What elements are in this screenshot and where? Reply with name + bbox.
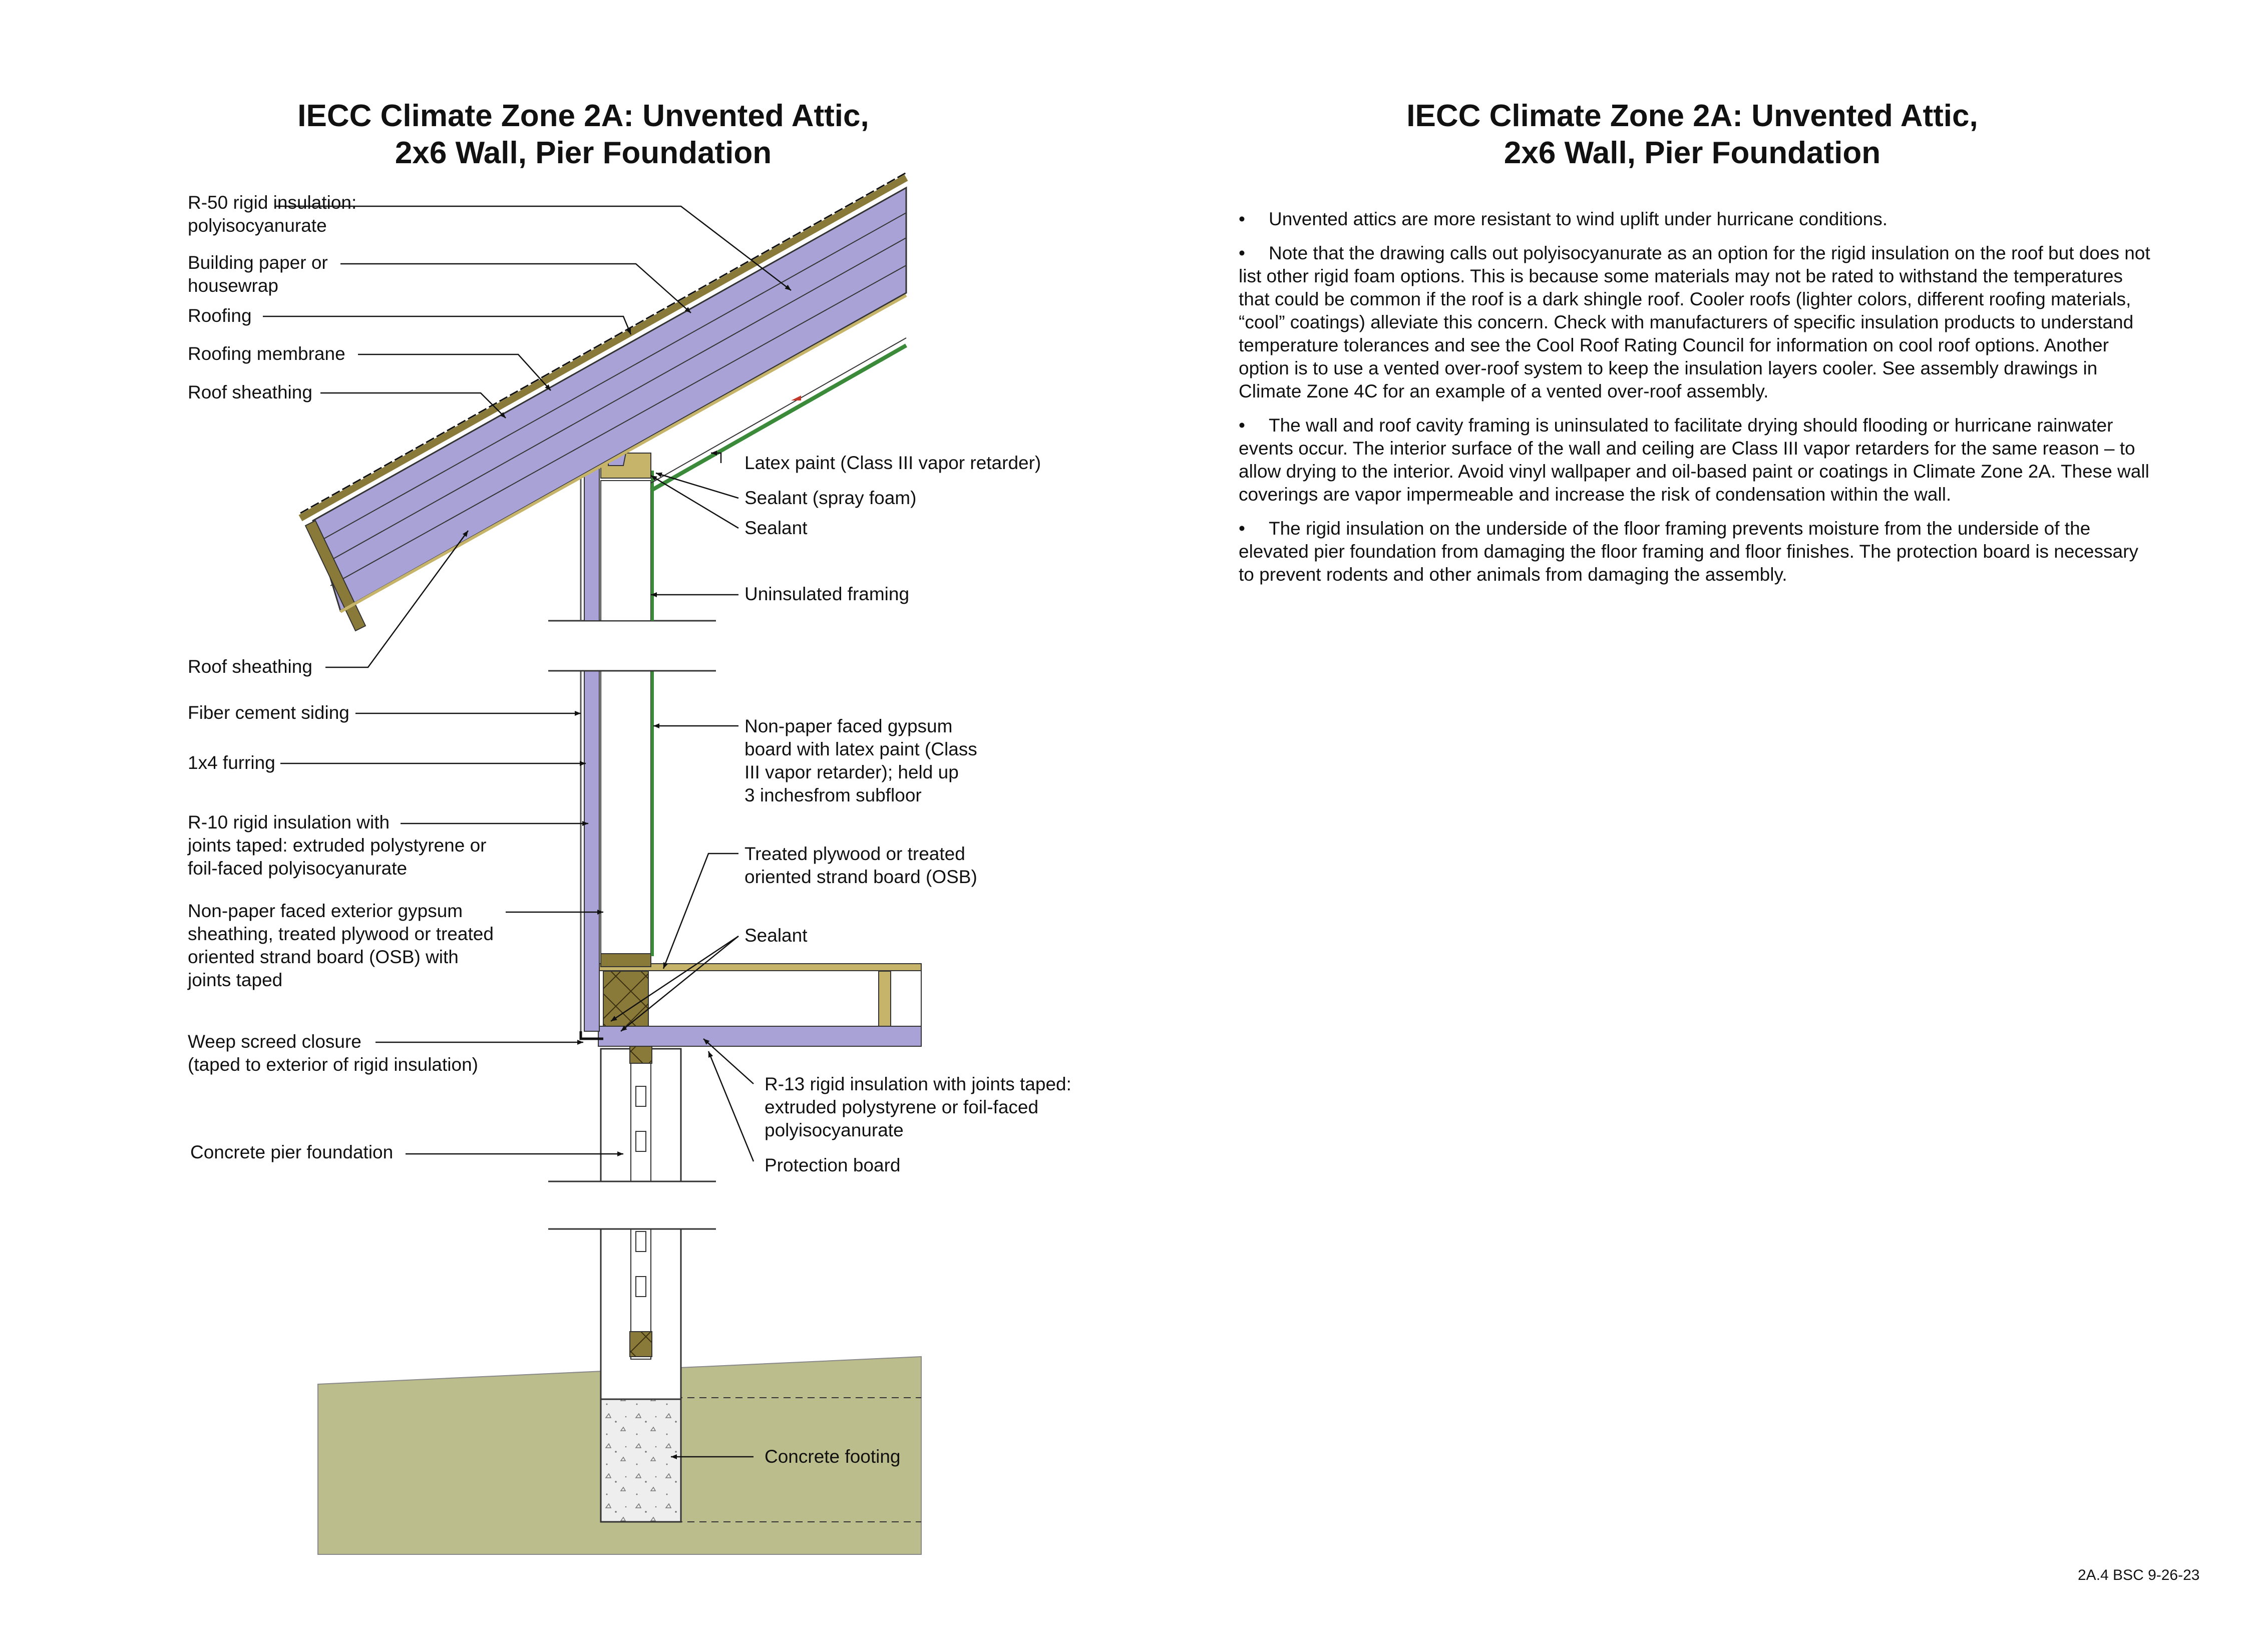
note-item: • Unvented attics are more resistant to w… xyxy=(1239,208,2155,231)
label-roof-sheathing-top: Roof sheathing xyxy=(188,382,312,402)
note-item: •Note that the drawing calls out polyiso… xyxy=(1239,242,2155,403)
label-roofing-membrane: Roofing membrane xyxy=(188,343,345,364)
floor-joist xyxy=(598,968,922,1027)
wall-framing xyxy=(600,670,651,954)
note-text: Note that the drawing calls out polyisoc… xyxy=(1239,243,2150,401)
note-item: •The wall and roof cavity framing is uni… xyxy=(1239,414,2155,506)
rim-board xyxy=(603,971,649,1027)
note-item: •The rigid insulation on the underside o… xyxy=(1239,517,2155,586)
label-building-paper: Building paper or housewrap xyxy=(188,252,328,296)
label-sealant-floor: Sealant xyxy=(744,925,808,946)
document-footer: 2A.4 BSC 9-26-23 xyxy=(2078,1567,2200,1583)
notes-title: IECC Climate Zone 2A: Unvented Attic, 2x… xyxy=(1362,98,2023,172)
label-concrete-pier: Concrete pier foundation xyxy=(190,1142,394,1162)
label-sealant-spray: Sealant (spray foam) xyxy=(744,488,917,508)
label-gypsum-board: Non-paper faced gypsum board with latex … xyxy=(744,716,977,805)
diagram-title: IECC Climate Zone 2A: Unvented Attic, 2x… xyxy=(265,98,901,172)
label-fiber-cement: Fiber cement siding xyxy=(188,702,349,723)
label-r13: R-13 rigid insulation with joints taped:… xyxy=(765,1074,1071,1140)
fascia xyxy=(304,520,366,632)
floor-insulation xyxy=(598,1026,922,1047)
bullet: • xyxy=(1239,518,1245,539)
bullet: • xyxy=(1239,415,1245,436)
wall-rigid-insulation xyxy=(584,670,600,1032)
label-roof-sheathing-bottom: Roof sheathing xyxy=(188,656,312,677)
note-text: Unvented attics are more resistant to wi… xyxy=(1269,209,1888,229)
label-sealant-top: Sealant xyxy=(744,518,808,538)
notes-list: • Unvented attics are more resistant to w… xyxy=(1239,208,2155,597)
label-ext-sheathing: Non-paper faced exterior gypsum sheathin… xyxy=(188,901,494,990)
label-weep-screed: Weep screed closure (taped to exterior o… xyxy=(188,1031,478,1075)
label-uninsulated: Uninsulated framing xyxy=(744,584,910,604)
label-protection-board: Protection board xyxy=(765,1155,901,1175)
label-r10: R-10 rigid insulation with joints taped:… xyxy=(188,812,487,879)
note-text: The rigid insulation on the underside of… xyxy=(1239,518,2138,585)
notes-title-line2: 2x6 Wall, Pier Foundation xyxy=(1504,136,1881,170)
notes-title-line1: IECC Climate Zone 2A: Unvented Attic, xyxy=(1406,99,1978,133)
label-furring: 1x4 furring xyxy=(188,752,275,773)
label-concrete-footing: Concrete footing xyxy=(765,1446,901,1467)
label-r50: R-50 rigid insulation: polyisocyanurate xyxy=(188,192,357,236)
bullet: • xyxy=(1239,209,1245,229)
concrete-footing xyxy=(600,1396,682,1523)
diagram-title-line1: IECC Climate Zone 2A: Unvented Attic, xyxy=(297,99,869,133)
diagram-title-line2: 2x6 Wall, Pier Foundation xyxy=(395,136,772,170)
label-treated-plywood: Treated plywood or treated oriented stra… xyxy=(744,844,977,887)
label-roofing: Roofing xyxy=(188,305,252,326)
bullet: • xyxy=(1239,243,1245,263)
label-latex-paint: Latex paint (Class III vapor retarder) xyxy=(744,453,1041,473)
note-text: The wall and roof cavity framing is unin… xyxy=(1239,415,2149,505)
